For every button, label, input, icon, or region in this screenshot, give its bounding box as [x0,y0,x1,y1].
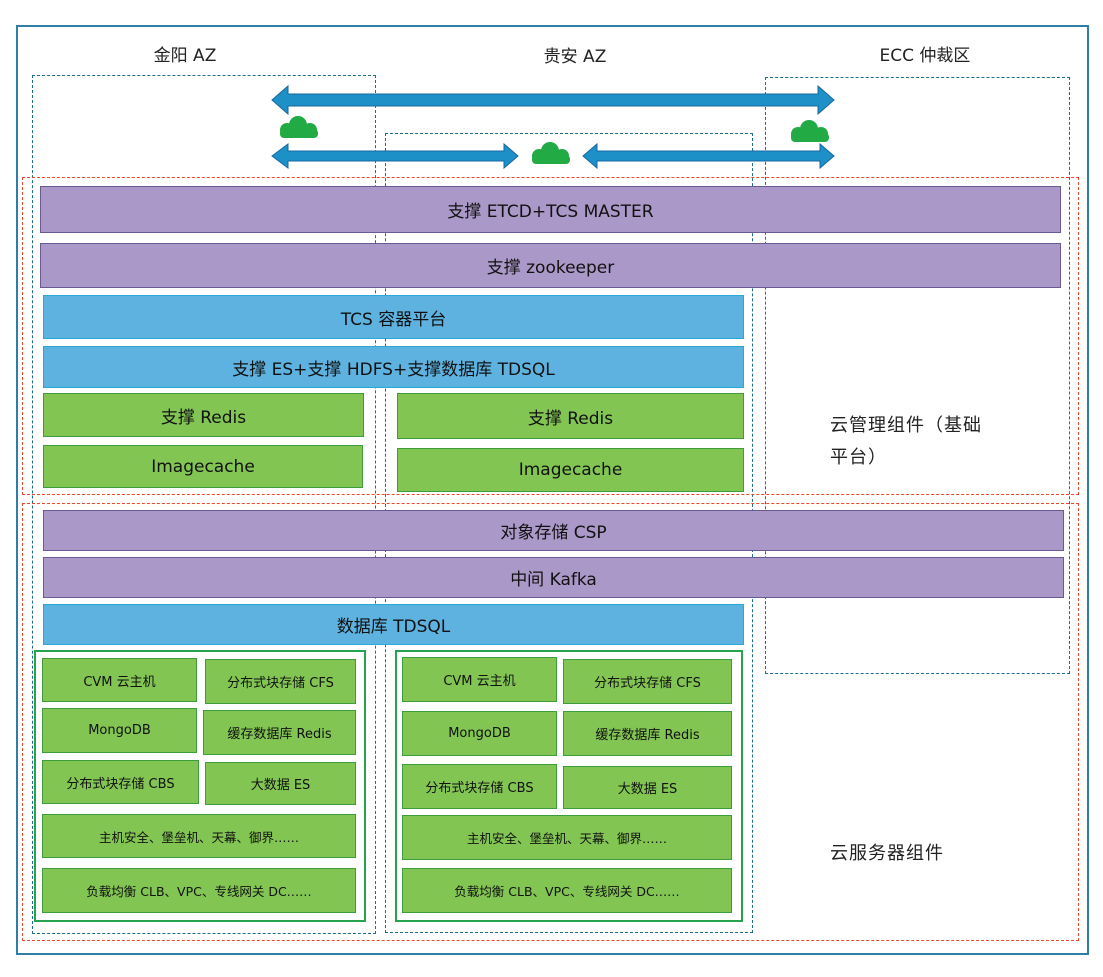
outer-frame [16,25,1089,955]
section-outline-platform [22,177,1079,495]
bar-es-hdfs-tdsql: 支撑 ES+支撑 HDFS+支撑数据库 TDSQL [43,346,744,388]
bar-tcs-container-platform: TCS 容器平台 [43,295,744,339]
tile-mongodb-jinyang: MongoDB [42,708,197,753]
zone-outline-ecc [765,77,1070,674]
bar-database-tdsql: 数据库 TDSQL [43,604,744,645]
service-group-guian [395,650,743,922]
tile-mongodb-guian: MongoDB [402,711,557,756]
bar-redis-guian: 支撑 Redis [397,393,744,439]
double-arrow-icon [271,142,519,170]
double-arrow-icon [271,84,835,116]
section-label-platform-line1: 云管理组件（基础 [830,415,982,436]
double-arrow-icon [582,142,835,170]
cloud-icon [280,116,318,138]
bar-etcd-tcs-master: 支撑 ETCD+TCS MASTER [40,186,1061,233]
tile-security-guian: 主机安全、堡垒机、天幕、御界…… [402,815,732,860]
bar-object-storage-csp: 对象存储 CSP [43,510,1064,551]
section-label-platform: 云管理组件（基础 平台） [830,410,1030,474]
section-outline-server [22,503,1079,941]
tile-redis-jinyang: 缓存数据库 Redis [203,710,356,755]
tile-cbs-guian: 分布式块存储 CBS [402,764,557,809]
bar-kafka: 中间 Kafka [43,557,1064,598]
cloud-icon [532,142,570,164]
tile-cvm-guian: CVM 云主机 [402,657,557,702]
bar-redis-jinyang: 支撑 Redis [43,393,364,437]
tile-cfs-jinyang: 分布式块存储 CFS [205,659,356,704]
tile-network-jinyang: 负载均衡 CLB、VPC、专线网关 DC…… [42,868,356,913]
section-label-platform-line2: 平台） [830,447,887,468]
tile-cfs-guian: 分布式块存储 CFS [563,659,732,704]
zone-outline-jinyang [32,75,376,934]
tile-es-jinyang: 大数据 ES [205,762,356,805]
tile-network-guian: 负载均衡 CLB、VPC、专线网关 DC…… [402,868,732,913]
bar-zookeeper: 支撑 zookeeper [40,243,1061,288]
tile-cvm-jinyang: CVM 云主机 [42,658,197,702]
tile-redis-guian: 缓存数据库 Redis [563,711,732,756]
tile-es-guian: 大数据 ES [563,766,732,809]
bar-imagecache-guian: Imagecache [397,448,744,492]
zone-label-guian: 贵安 AZ [543,47,607,67]
section-label-server: 云服务器组件 [830,843,944,864]
tile-cbs-jinyang: 分布式块存储 CBS [42,760,199,804]
service-group-jinyang [34,650,366,922]
tile-security-jinyang: 主机安全、堡垒机、天幕、御界…… [42,814,356,858]
zone-label-ecc: ECC 仲裁区 [879,46,971,66]
bar-imagecache-jinyang: Imagecache [43,445,363,488]
cloud-icon [791,120,829,142]
zone-label-jinyang: 金阳 AZ [153,46,217,66]
